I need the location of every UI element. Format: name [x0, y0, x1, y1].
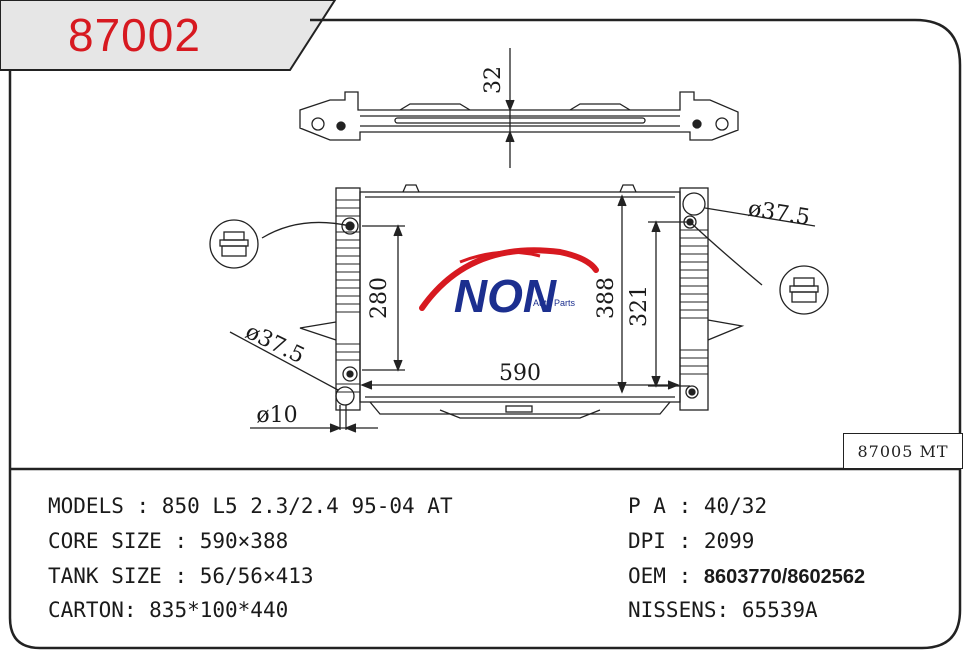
code-tab-bg	[0, 0, 337, 71]
top-view	[299, 48, 739, 168]
dim-388: 388	[594, 277, 619, 319]
radiator-cap-icon-right	[789, 277, 819, 303]
dim-pipe-bottom: ø37.5	[241, 319, 308, 369]
spec-core-size: CORE SIZE : 590×388	[48, 529, 289, 553]
front-view	[209, 184, 829, 433]
dim-32: 32	[481, 66, 506, 94]
spec-pa: P A : 40/32	[628, 494, 768, 518]
sheet-border	[8, 18, 962, 650]
spec-carton: CARTON: 835*100*440	[48, 598, 289, 622]
spec-nissens: NISSENS: 65539A	[628, 598, 818, 622]
brand-logo-text: NON	[454, 270, 557, 322]
dim-pipe-top: ø37.5	[746, 196, 811, 230]
spec-tank-size: TANK SIZE : 56/56×413	[48, 564, 314, 588]
spec-dpi: DPI : 2099	[628, 529, 755, 553]
brand-logo-sub: Auto Parts	[533, 298, 576, 308]
spec-models: MODELS : 850 L5 2.3/2.4 95-04 AT	[48, 494, 453, 518]
dim-280: 280	[367, 277, 392, 319]
dim-drain: ø10	[256, 403, 297, 428]
dim-590: 590	[499, 361, 541, 386]
brand-logo: NON Auto Parts	[419, 247, 599, 322]
alt-code-box: 87005 MT	[843, 433, 963, 469]
spec-oem: OEM : 8603770/8602562	[628, 564, 866, 588]
radiator-cap-icon-left	[219, 231, 249, 257]
dim-321: 321	[627, 285, 652, 327]
part-code: 87002	[68, 9, 201, 61]
